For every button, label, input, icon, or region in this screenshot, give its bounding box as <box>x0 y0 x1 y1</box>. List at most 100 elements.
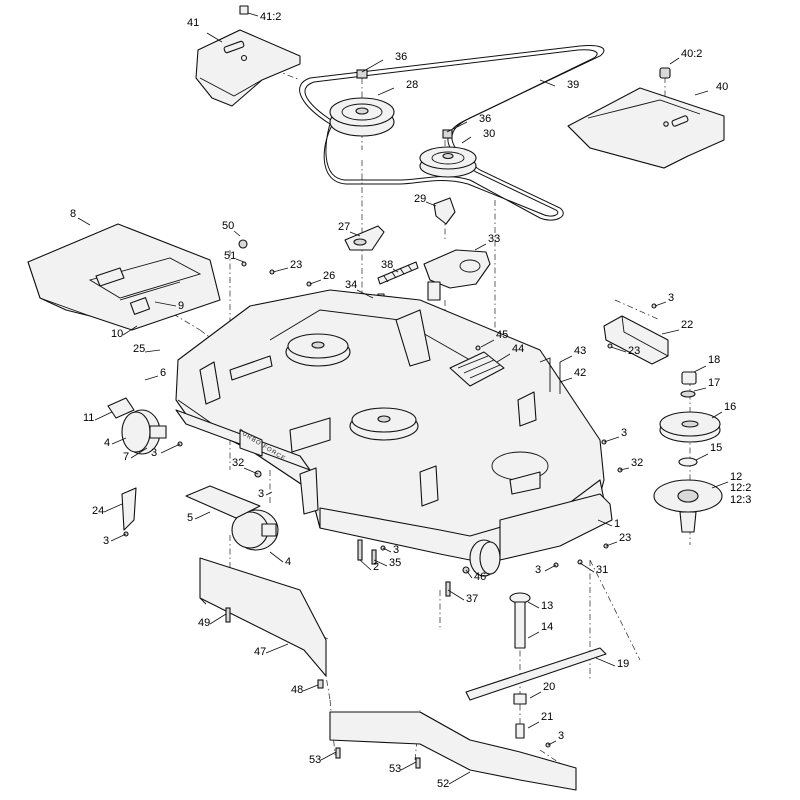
callout-c23a: 23 <box>290 259 302 271</box>
leader-c2 <box>359 559 372 571</box>
callout-c1: 1 <box>614 518 620 530</box>
callout-c25: 25 <box>133 343 145 355</box>
leader-c24 <box>103 503 123 513</box>
leader-c42 <box>559 377 573 383</box>
callout-c17: 17 <box>708 377 720 389</box>
leader-c53b <box>400 761 417 771</box>
leader-c26 <box>309 279 322 285</box>
callout-c28: 28 <box>406 79 418 91</box>
leader-c38 <box>392 268 399 273</box>
callout-c12-2: 12:2 <box>730 482 751 494</box>
leader-c12 <box>711 481 729 489</box>
callout-c43: 43 <box>574 345 586 357</box>
callout-c32a: 32 <box>631 457 643 469</box>
leader-c6 <box>144 375 159 381</box>
callout-c50: 50 <box>222 220 234 232</box>
callout-c19: 19 <box>617 658 629 670</box>
leader-c9 <box>154 301 177 307</box>
callout-c5: 5 <box>187 512 193 524</box>
leader-c4b <box>269 551 284 563</box>
leader-c45 <box>480 339 495 348</box>
leader-c32b <box>243 467 259 475</box>
leader-c31 <box>579 562 595 573</box>
callout-c14: 14 <box>541 621 553 633</box>
top-cover-right <box>567 67 725 169</box>
callout-c24: 24 <box>92 505 104 517</box>
callout-c8: 8 <box>70 208 76 220</box>
callout-c53a: 53 <box>309 754 321 766</box>
leader-c3c <box>160 443 181 454</box>
leader-c22 <box>661 329 680 335</box>
callout-c44: 44 <box>512 343 524 355</box>
callout-c52: 52 <box>437 778 449 790</box>
leader-c7 <box>130 447 148 459</box>
leader-c3g <box>544 564 557 572</box>
callout-c37: 37 <box>466 593 478 605</box>
callout-c9: 9 <box>178 300 184 312</box>
leader-c41-2 <box>247 12 259 17</box>
callout-c33: 33 <box>488 233 500 245</box>
callout-c53b: 53 <box>389 763 401 775</box>
callout-c42: 42 <box>574 367 586 379</box>
callout-c45: 45 <box>496 329 508 341</box>
leader-c41 <box>206 32 223 43</box>
pulley-28 <box>329 69 395 137</box>
callout-c51: 51 <box>224 250 236 262</box>
leader-c43 <box>559 355 573 363</box>
callout-c30: 30 <box>483 128 495 140</box>
callout-leaders <box>77 12 729 785</box>
callout-c3e: 3 <box>103 535 109 547</box>
callout-c36a: 36 <box>395 51 407 63</box>
callout-c7: 7 <box>123 451 129 463</box>
callout-c3d: 3 <box>258 488 264 500</box>
leader-c11 <box>94 411 113 421</box>
callout-c3a: 3 <box>668 292 674 304</box>
leader-c14 <box>527 631 540 639</box>
leader-c53a <box>320 751 337 761</box>
leader-c46 <box>465 569 473 579</box>
callout-c4a: 4 <box>104 437 110 449</box>
leader-c20 <box>529 691 542 699</box>
callout-c35: 35 <box>389 557 401 569</box>
callout-c40: 40 <box>716 81 728 93</box>
leader-c29 <box>425 201 437 207</box>
caster-wheels <box>107 397 501 577</box>
leader-c3b <box>603 436 620 443</box>
leader-c3d <box>265 491 273 496</box>
leader-c36b <box>446 121 468 133</box>
callout-c11: 11 <box>83 412 94 424</box>
leader-c10 <box>122 325 138 336</box>
callout-c27: 27 <box>338 221 350 233</box>
leader-c3e <box>110 533 127 542</box>
drive-belt <box>299 45 605 221</box>
callout-c3f: 3 <box>393 544 399 556</box>
callout-c12: 12 <box>730 471 742 483</box>
callout-c10: 10 <box>111 328 123 340</box>
top-cover-left <box>195 5 301 107</box>
callout-c46: 46 <box>474 571 486 583</box>
callout-c47: 47 <box>254 646 266 658</box>
leader-c37 <box>447 589 465 601</box>
leader-c18 <box>693 365 707 373</box>
baffle-rear <box>329 711 577 791</box>
callout-c49: 49 <box>198 617 210 629</box>
leader-c1 <box>597 519 613 527</box>
mower-deck: TURBO FORCE <box>175 289 613 561</box>
leader-c3f <box>382 547 392 553</box>
callout-c34: 34 <box>345 279 357 291</box>
callout-c15: 15 <box>710 442 722 454</box>
callout-c23c: 23 <box>619 532 631 544</box>
callout-c3h: 3 <box>558 730 564 742</box>
callout-c29: 29 <box>414 193 426 205</box>
front-shield <box>27 223 221 331</box>
callout-c13: 13 <box>541 600 553 612</box>
callout-c39: 39 <box>567 79 579 91</box>
callout-c3g: 3 <box>535 564 541 576</box>
callout-c22: 22 <box>681 319 693 331</box>
leader-c48 <box>302 684 319 692</box>
callout-c36b: 36 <box>479 113 491 125</box>
callout-c2: 2 <box>373 561 379 573</box>
callout-c21: 21 <box>541 711 553 723</box>
spindle-assembly-right <box>653 371 723 533</box>
